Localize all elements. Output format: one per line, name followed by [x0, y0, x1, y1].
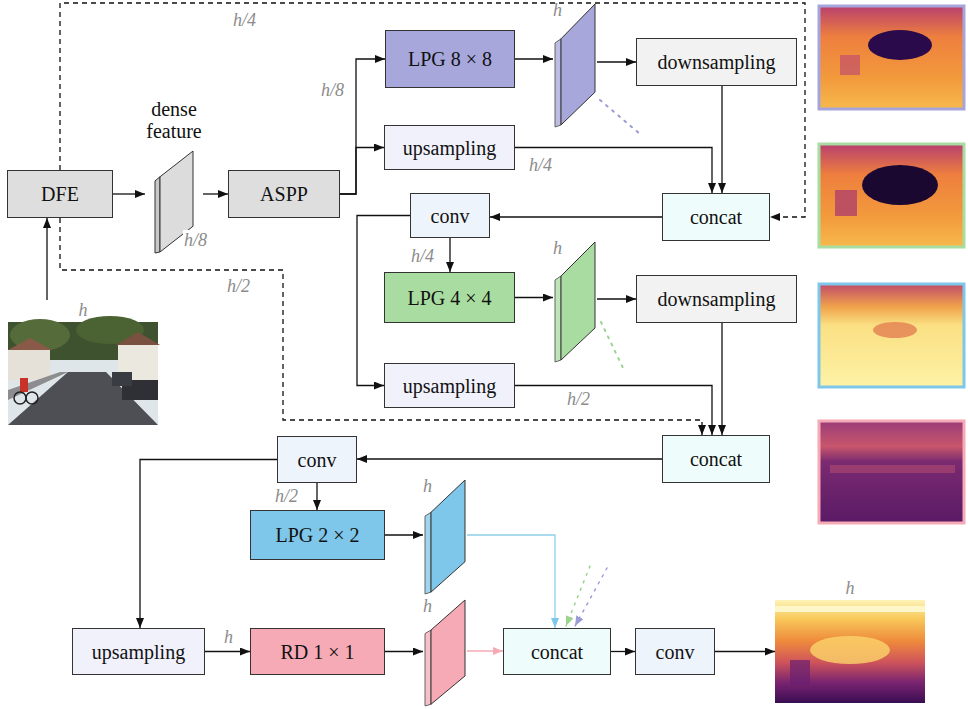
size-label: h — [8, 300, 158, 320]
box-label: upsampling — [403, 137, 496, 159]
scale-label: h/4 — [410, 246, 435, 266]
arrow-connector — [597, 298, 636, 299]
box-label: concat — [690, 448, 742, 470]
output-image: h — [775, 578, 925, 703]
process-box: LPG 4 × 4 — [384, 272, 515, 323]
arrow-connector — [449, 238, 450, 272]
process-box: LPG 8 × 8 — [385, 30, 515, 88]
arrow-connector — [721, 323, 722, 435]
depth-thumbnail — [819, 421, 964, 523]
arrow-connector — [46, 218, 47, 300]
arrow-connector — [515, 297, 553, 298]
box-label: ASPP — [260, 183, 308, 205]
box-label: DFE — [41, 183, 79, 205]
dotted-stub — [601, 322, 624, 370]
arrow-connector — [385, 651, 423, 652]
process-box: upsampling — [384, 125, 515, 170]
arrow-connector — [611, 651, 635, 652]
feature-tensor: h — [553, 238, 597, 362]
process-box: upsampling — [72, 628, 205, 675]
arrow-connector — [515, 58, 553, 59]
arrow-connector — [515, 148, 712, 194]
process-box: RD 1 × 1 — [250, 628, 385, 675]
arrow-connector — [715, 651, 775, 652]
arrow-connector — [467, 650, 503, 651]
arrow-connector — [205, 651, 250, 652]
process-box: conv — [635, 628, 715, 675]
feature-tensor: h — [553, 0, 597, 127]
process-box: DFE — [7, 170, 113, 218]
process-box: downsampling — [636, 275, 797, 323]
size-label: h — [423, 596, 467, 616]
box-label: conv — [656, 641, 695, 663]
arrow-connector — [385, 534, 423, 535]
arrow-connector — [467, 535, 555, 628]
scale-label: h/4 — [232, 10, 257, 30]
scale-label: h/8 — [320, 80, 345, 100]
process-box: conv — [277, 436, 357, 483]
input-image: h — [8, 300, 158, 425]
arrow-connector — [721, 86, 722, 193]
box-label: LPG 8 × 8 — [408, 48, 492, 70]
box-label: conv — [298, 449, 337, 471]
dotted-stub — [566, 566, 590, 626]
dotted-stub — [600, 100, 640, 134]
arrow-connector — [490, 216, 662, 217]
tensor-heading: dense feature — [145, 98, 203, 142]
arrow-connector — [597, 61, 636, 62]
arrow-connector — [203, 193, 228, 194]
process-box: conv — [410, 193, 490, 238]
depth-thumbnail — [819, 144, 964, 247]
arrow-connector — [340, 148, 384, 195]
scale-label: h/2 — [566, 389, 591, 409]
scale-label: h/4 — [528, 155, 553, 175]
dotted-stub — [575, 568, 607, 626]
output-depth-map — [775, 600, 925, 703]
box-label: downsampling — [658, 51, 776, 73]
arrow-connector — [113, 193, 145, 194]
arrow-connector — [340, 59, 385, 194]
scale-label: h — [223, 627, 234, 647]
box-label: LPG 2 × 2 — [275, 524, 359, 546]
box-label: upsampling — [92, 641, 185, 663]
feature-tensor: h — [423, 476, 467, 594]
box-label: downsampling — [658, 288, 776, 310]
input-photo — [8, 316, 160, 425]
arrow-connector — [357, 458, 662, 459]
arrow-connector — [316, 483, 317, 510]
feature-tensor: h — [423, 596, 467, 706]
process-box: ASPP — [228, 170, 340, 218]
process-box: LPG 2 × 2 — [250, 510, 385, 560]
tensor-shape — [423, 480, 467, 594]
box-label: concat — [690, 206, 742, 228]
box-label: concat — [531, 641, 583, 663]
process-box: concat — [662, 435, 770, 483]
process-box: concat — [503, 628, 611, 675]
process-box: upsampling — [384, 363, 515, 408]
size-label: h — [553, 238, 597, 258]
box-label: upsampling — [403, 375, 496, 397]
process-box: downsampling — [636, 38, 797, 86]
tensor-shape — [553, 242, 597, 362]
box-label: LPG 4 × 4 — [407, 287, 491, 309]
scale-label: h/2 — [274, 486, 299, 506]
scale-label: h/8 — [183, 230, 208, 250]
depth-thumbnail — [819, 6, 964, 109]
depth-thumbnail — [819, 284, 964, 387]
size-label: h — [553, 0, 597, 20]
process-box: concat — [662, 193, 770, 241]
scale-label: h/2 — [226, 276, 251, 296]
arrow-connector — [515, 386, 712, 436]
size-label: h — [423, 476, 467, 496]
box-label: RD 1 × 1 — [280, 641, 354, 663]
size-label: h — [775, 578, 925, 598]
box-label: conv — [431, 205, 470, 227]
tensor-shape — [553, 4, 597, 127]
